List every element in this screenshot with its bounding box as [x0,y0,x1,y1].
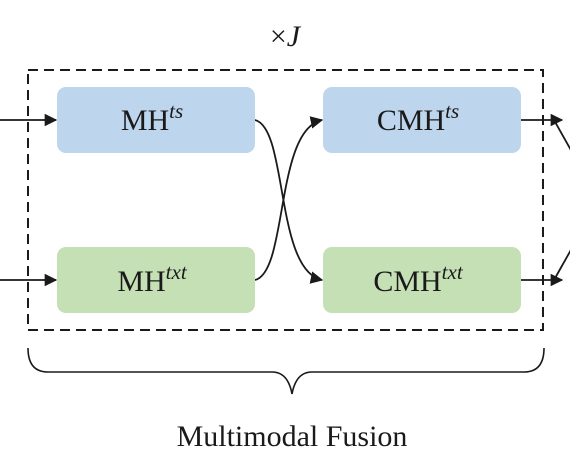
cmh-txt-box [323,247,521,313]
repeat-variable: J [287,20,302,53]
cmh-ts-box [323,87,521,153]
mh-txt-sup: txt [166,260,188,284]
mh-ts-sup: ts [169,99,183,123]
cmh-ts-base: CMH [377,104,445,137]
mh-txt-label: MHtxt [117,260,187,298]
cmh-ts-block: CMHts [323,87,521,153]
cmh-txt-sup: txt [442,260,464,284]
cross-connector-ts-to-txt [254,119,324,284]
cmh-txt-base: CMH [373,265,441,298]
mh-txt-box [57,247,255,313]
grouping-brace [27,347,545,395]
cmh-txt-block: CMHtxt [323,247,521,313]
mh-ts-label: MHts [121,99,183,137]
cmh-ts-sup: ts [445,99,459,123]
converge-line-ts [553,119,570,151]
repeat-symbol: × [270,20,287,53]
mh-ts-box [57,87,255,153]
repeat-boundary [27,69,544,331]
mh-txt-block: MHtxt [57,247,255,313]
module-caption: Multimodal Fusion [177,420,408,453]
converge-line-txt [553,249,570,281]
mh-ts-base: MH [121,104,169,137]
cmh-ts-label: CMHts [377,99,459,137]
repeat-label: ×J [270,20,302,53]
cross-connector-txt-to-ts [254,116,324,281]
mh-txt-base: MH [117,265,165,298]
cmh-txt-label: CMHtxt [373,260,464,298]
mh-ts-block: MHts [57,87,255,153]
